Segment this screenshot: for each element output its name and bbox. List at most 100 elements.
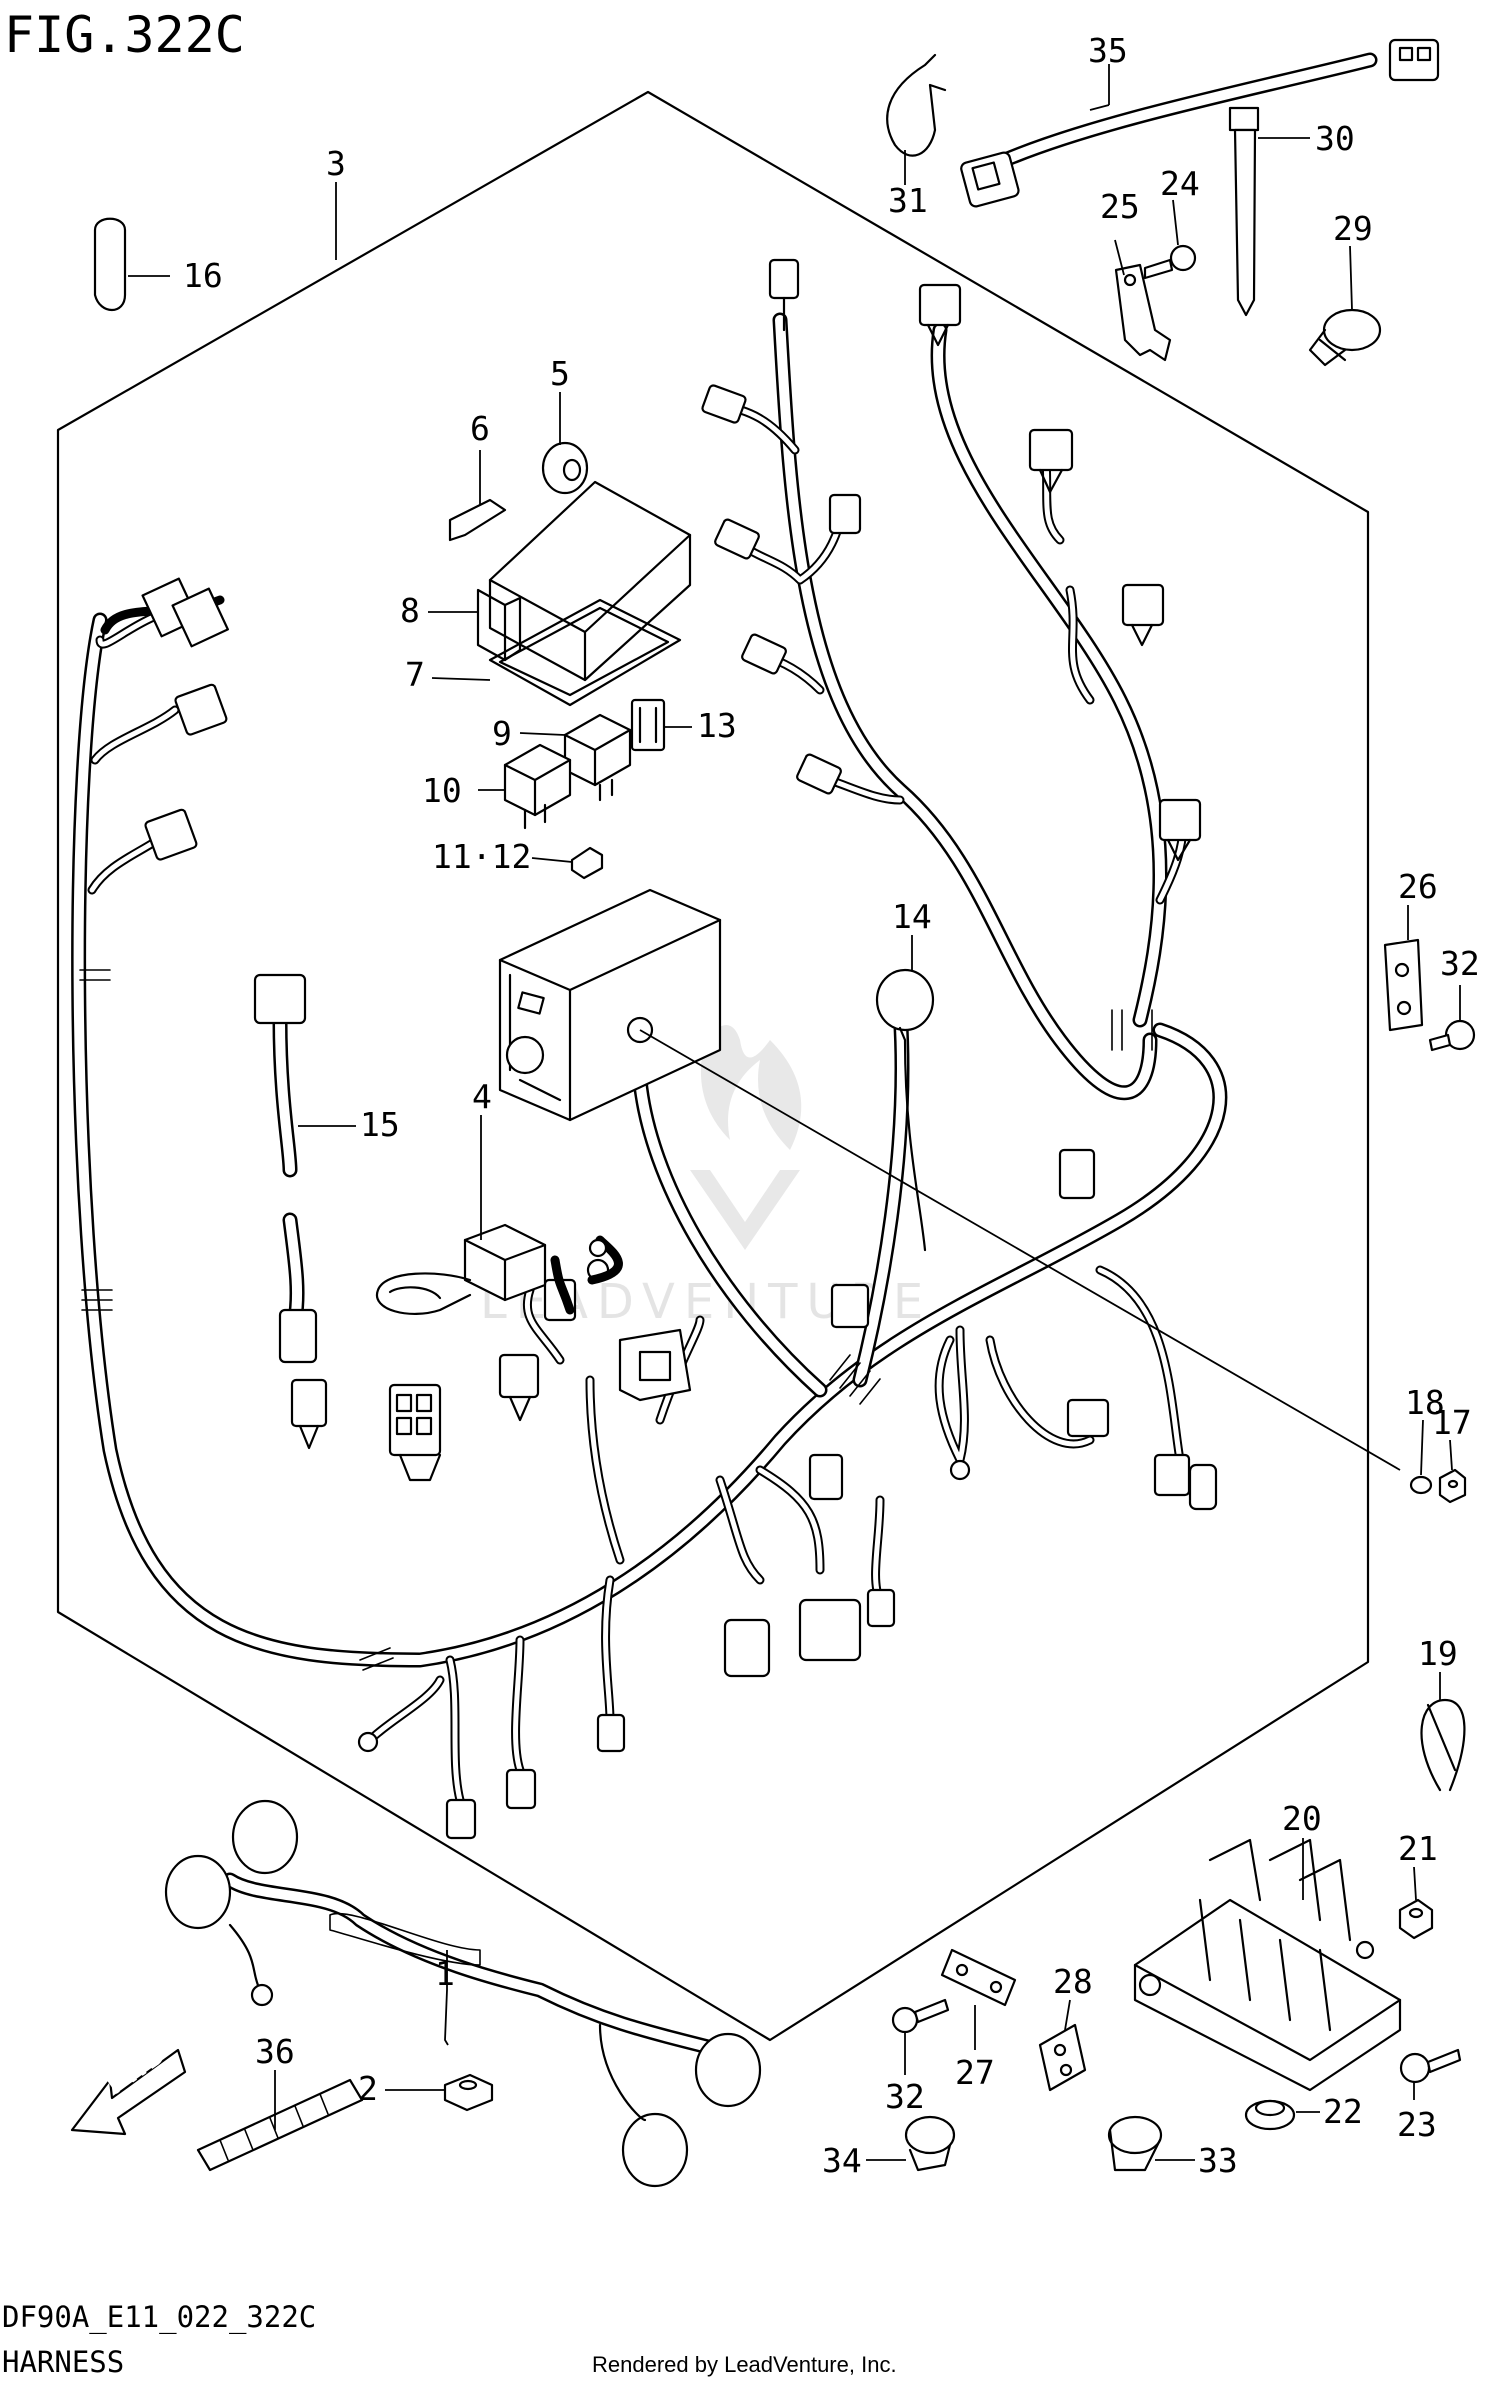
relay-9 <box>563 713 632 802</box>
fuse-puller <box>630 698 666 752</box>
plate-28 <box>1038 2023 1087 2092</box>
connector-ur-4 <box>714 518 760 560</box>
connector-35b <box>1388 38 1440 82</box>
callout-25: 25 <box>1100 187 1140 226</box>
callout-24: 24 <box>1160 164 1200 203</box>
leader-lines <box>128 64 1461 2161</box>
module-part-4 <box>375 1223 547 1315</box>
plate-27 <box>940 1948 1017 2007</box>
connector-lc-10 <box>1188 1463 1218 1511</box>
connector-left-1 <box>141 577 229 648</box>
connector-lc-2 <box>388 1383 442 1482</box>
connector-lc-6 <box>830 1283 870 1329</box>
clamp-19 <box>1420 1698 1466 1792</box>
sub-harness-15 <box>253 973 318 1364</box>
bolt-32-upper <box>1428 1019 1476 1052</box>
connector-bottom-1 <box>445 1798 477 1840</box>
callout-11-12: 11·12 <box>432 837 531 876</box>
screw-24 <box>1143 244 1197 280</box>
callout-9: 9 <box>492 714 512 753</box>
connector-35a <box>960 151 1020 208</box>
callout-32-lower: 32 <box>885 2077 925 2116</box>
relay-10 <box>503 743 572 830</box>
callout-35: 35 <box>1088 31 1128 70</box>
callout-36: 36 <box>255 2032 295 2071</box>
callout-27: 27 <box>955 2053 995 2092</box>
grommet <box>541 441 589 495</box>
fwd-arrow: FWD <box>70 2038 187 2136</box>
callout-34: 34 <box>822 2141 862 2180</box>
connector-lc-1 <box>498 1353 540 1422</box>
callout-4: 4 <box>472 1077 492 1116</box>
callout-6: 6 <box>470 409 490 448</box>
connector-ur-8 <box>1028 428 1074 494</box>
callout-13: 13 <box>697 706 737 745</box>
callout-26: 26 <box>1398 867 1438 906</box>
bolt-32-lower <box>891 1998 950 2034</box>
callout-32-upper: 32 <box>1440 944 1480 983</box>
boot-16 <box>93 217 127 311</box>
connector-bottom-3 <box>596 1713 626 1753</box>
figure-title: FIG.322C <box>4 6 245 64</box>
ring-terminal-3 <box>357 1731 379 1753</box>
ring-terminal-4 <box>588 1238 608 1258</box>
callout-28: 28 <box>1053 1962 1093 2001</box>
harness-1 <box>164 1799 762 2188</box>
callout-7: 7 <box>405 655 425 694</box>
callout-10: 10 <box>422 771 462 810</box>
bracket-26 <box>1383 938 1424 1032</box>
callout-22: 22 <box>1323 2092 1363 2131</box>
callout-18: 18 <box>1405 1383 1445 1422</box>
callout-5: 5 <box>550 354 570 393</box>
nut-21 <box>1398 1898 1434 1940</box>
fuse-box-base <box>498 888 722 1122</box>
callout-19: 19 <box>1418 1634 1458 1673</box>
connector-lc-8 <box>1066 1398 1110 1438</box>
connector-ur-2 <box>701 384 747 424</box>
clip <box>448 498 507 542</box>
callout-8: 8 <box>400 591 420 630</box>
clamp-29 <box>1308 308 1382 367</box>
figure-name: HARNESS <box>2 2345 124 2379</box>
connector-left-3 <box>144 808 198 861</box>
extension-harness-35 <box>960 38 1440 208</box>
callout-14: 14 <box>892 897 932 936</box>
connector-ur-7 <box>918 283 962 347</box>
connector-ur-1 <box>768 258 800 300</box>
callout-23: 23 <box>1397 2105 1437 2144</box>
connector-bottom-2 <box>505 1768 537 1810</box>
callout-33: 33 <box>1198 2141 1238 2180</box>
callout-30: 30 <box>1315 119 1355 158</box>
clamp-33 <box>1107 2115 1163 2172</box>
screw-23 <box>1399 2048 1462 2084</box>
callout-2: 2 <box>358 2069 378 2108</box>
callout-16: 16 <box>183 256 223 295</box>
cable-tie-30 <box>1228 106 1260 317</box>
connector-ur-11 <box>1058 1148 1096 1200</box>
connector-lc-7 <box>808 1453 844 1501</box>
connector-ur-5 <box>741 633 787 675</box>
callout-29: 29 <box>1333 209 1373 248</box>
connector-left-2 <box>174 683 228 736</box>
clamp-34 <box>904 2115 956 2172</box>
main-harness <box>71 258 1228 1840</box>
fuse <box>570 846 604 880</box>
callout-15: 15 <box>360 1105 400 1144</box>
connector-ur-10 <box>1158 798 1202 862</box>
connector-ur-3 <box>828 493 862 535</box>
figure-code: DF90A_E11_022_322C <box>2 2300 316 2335</box>
cap-14 <box>875 968 935 1252</box>
callouts: 1 2 3 4 5 6 7 8 9 10 11·12 13 14 15 16 1… <box>183 31 1480 2180</box>
render-credit: Rendered by LeadVenture, Inc. <box>592 2352 897 2377</box>
callout-31: 31 <box>888 181 928 220</box>
nut-17 <box>1438 1468 1467 1504</box>
connector-lc-3 <box>290 1378 328 1450</box>
bracket-25 <box>1114 263 1172 362</box>
connector-lc-5 <box>618 1328 692 1402</box>
ring-terminal-2 <box>949 1459 971 1481</box>
connector-lc-11 <box>723 1588 896 1678</box>
grommet-22 <box>1244 2099 1296 2131</box>
callout-21: 21 <box>1398 1829 1438 1868</box>
bracket-20 <box>1133 1838 1402 2092</box>
